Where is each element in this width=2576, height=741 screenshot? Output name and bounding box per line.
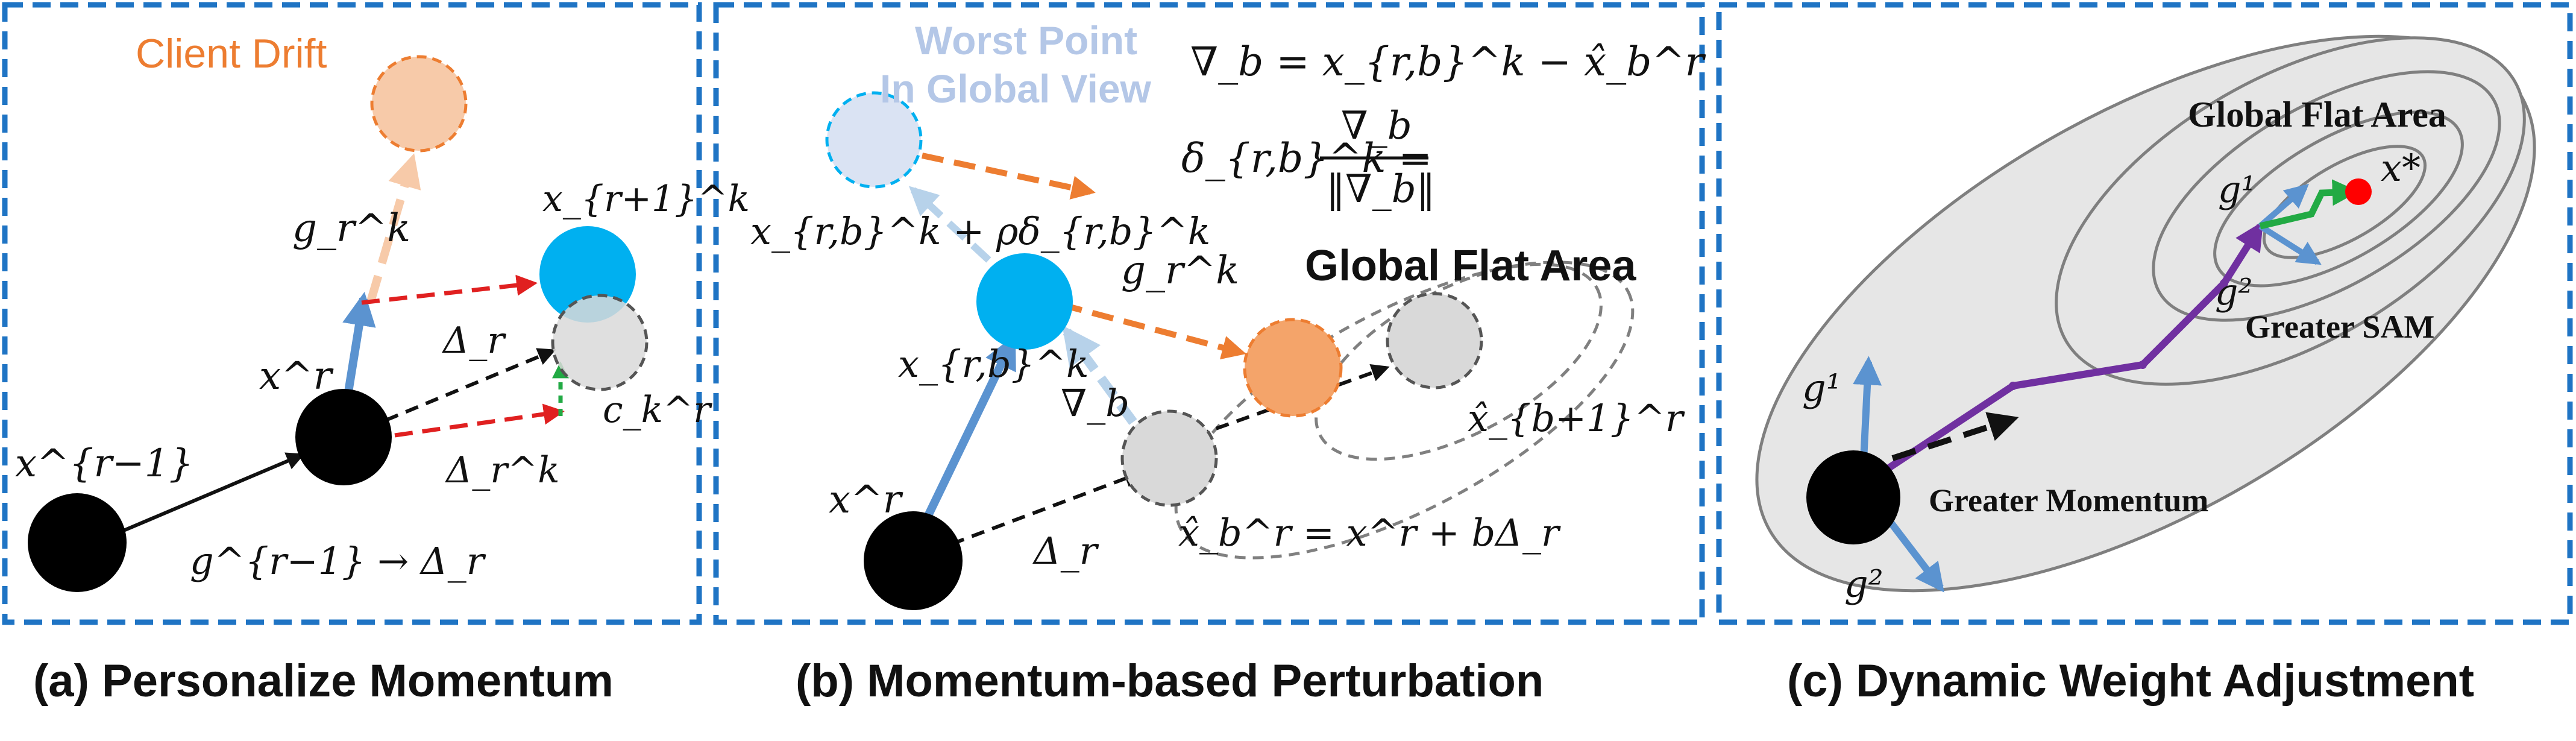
optimum-point [2345, 178, 2372, 205]
c-k-r-label: c_k^r [603, 389, 712, 431]
start-node-c [1806, 450, 1900, 544]
x-r-plus-1-label: x_{r+1}^k [542, 178, 750, 220]
trajectory-point-1 [2009, 382, 2017, 390]
greater-sam-label: Greater SAM [2245, 309, 2434, 345]
delta-r-k-label: Δ_r^k [445, 449, 560, 491]
global-flat-area-label-b: Global Flat Area [1305, 242, 1636, 290]
flat-area-ellipse-inner [1315, 262, 1603, 461]
x-star-label: x* [2381, 146, 2420, 190]
x-r-label-a: x^r [259, 354, 334, 399]
gray-node-a [551, 294, 649, 391]
x-hat-b-plus-1-node [1386, 292, 1483, 389]
x-r-node-b [864, 511, 963, 610]
delta-rb-denominator: ‖∇_b‖ [1326, 167, 1436, 212]
g2-outer-label: g² [1844, 562, 1883, 606]
client-drift-node [370, 55, 468, 153]
trajectory-point-3 [2220, 279, 2228, 288]
delta-rb-numerator: ∇_b [1341, 104, 1412, 148]
ascent-arrow [908, 186, 1016, 285]
momentum-arrow-a [122, 452, 305, 532]
g2-inner-label: g² [2215, 271, 2252, 314]
main-blue-arrow [924, 334, 1017, 518]
g1-inner-label: g¹ [2218, 169, 2255, 211]
worst-point-label-2: In Global View [880, 66, 1152, 111]
panel-c: Global Flat Area x* g¹ g² Greater SAM g¹… [1755, 34, 2536, 707]
g-r-k-label-a: g_r^k [292, 206, 410, 251]
g2-inner-arrow [2258, 223, 2322, 265]
delta-r-arrow-a [385, 348, 556, 422]
panel-b: Worst Point In Global View ∇_b = x_{r,b}… [750, 18, 1706, 707]
panel-a-frame [2, 2, 702, 625]
nabla-b-arrow [1062, 325, 1137, 425]
x-hat-b-node [1120, 409, 1218, 507]
nabla-b-label: ∇_b [1061, 381, 1129, 425]
flat-area-ellipse-outer [1174, 260, 1635, 560]
x-hat-b-equation: x̂_b^r = x^r + bΔ_r [1178, 511, 1561, 555]
g-r-k-target-node [1243, 318, 1343, 418]
green-sam-path [2259, 179, 2359, 230]
caption-b: (b) Momentum-based Perturbation [796, 655, 1544, 707]
x-r-minus-1-label: x^{r−1} [15, 441, 193, 486]
global-flat-area-label-c: Global Flat Area [2188, 95, 2446, 134]
red-arrow-top [361, 274, 538, 305]
panel-c-frame [1716, 2, 2573, 625]
x-rb-k-label: x_{r,b}^k [898, 342, 1089, 386]
worst-point-label-1: Worst Point [915, 18, 1137, 63]
g1-outer-label: g¹ [1802, 366, 1841, 410]
x-rb-k-node [976, 253, 1073, 350]
delta-r-label-a: Δ_r [442, 320, 506, 362]
drift-arrow [366, 153, 421, 303]
perturbed-point-label: x_{r,b}^k + ρδ_{r,b}^k [750, 209, 1210, 253]
panel-a: Client Drift g_r^k x_{r+1}^k Δ_r x^r c_k… [15, 31, 750, 707]
panel-b-frame [713, 2, 1705, 625]
x-r-node-a [295, 389, 392, 485]
g1-inner-arrow [2258, 183, 2310, 229]
trajectory-point-2 [2138, 361, 2147, 369]
caption-c: (c) Dynamic Weight Adjustment [1787, 655, 2474, 707]
g-r-minus-1-label: g^{r−1} → Δ_r [190, 539, 486, 583]
client-drift-label: Client Drift [136, 31, 327, 77]
delta-r-label-b: Δ_r [1032, 529, 1099, 573]
caption-a: (a) Personalize Momentum [33, 655, 614, 707]
worst-to-right-arrow [921, 153, 1096, 200]
momentum-arrow-c [1891, 412, 2019, 461]
greater-momentum-label: Greater Momentum [1929, 482, 2208, 519]
g-r-k-label-b: g_r^k [1121, 248, 1239, 293]
red-arrow-bottom [394, 403, 565, 438]
x-hat-b-plus-1-label: x̂_{b+1}^r [1468, 396, 1685, 440]
delta-r-arrow-b [930, 470, 1143, 553]
nabla-b-equation: ∇_b = x_{r,b}^k − x̂_b^r [1190, 39, 1706, 85]
x-r-minus-1-node [28, 493, 127, 592]
x-r-label-b: x^r [829, 478, 903, 522]
g-r-k-arrow-a [342, 291, 376, 393]
worst-point-node [825, 91, 923, 189]
